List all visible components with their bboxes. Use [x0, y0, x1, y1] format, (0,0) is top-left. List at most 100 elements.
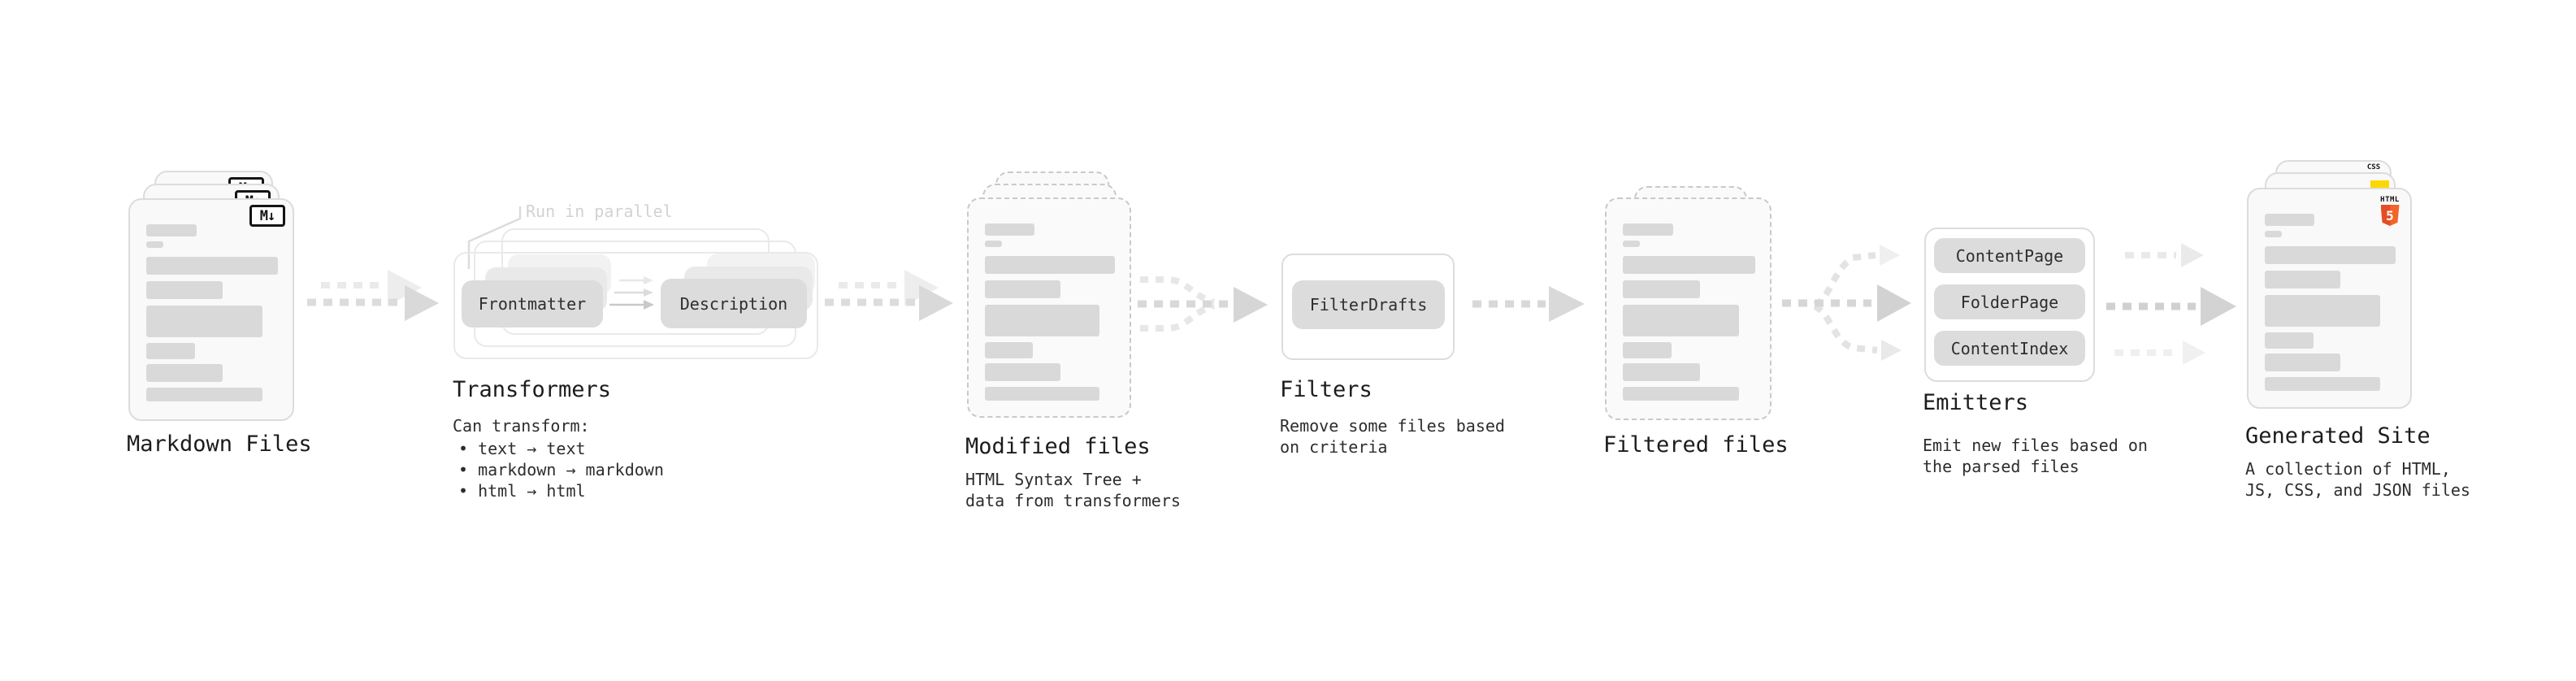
skeleton-line	[985, 363, 1060, 381]
subtitle-line: the parsed files	[1923, 457, 2079, 476]
arrow-markdown-to-transformers	[307, 270, 439, 321]
contentindex-pill: ContentIndex	[1934, 331, 2085, 366]
arrow-head	[919, 285, 953, 321]
run-in-parallel-annotation: Run in parallel	[526, 202, 673, 221]
description-pill: Description	[661, 279, 807, 328]
arrow-head	[1549, 286, 1585, 322]
file-skeleton	[1623, 223, 1755, 401]
generated-subtitle: A collection of HTML, JS, CSS, and JSON …	[2245, 458, 2470, 501]
arrow-head	[904, 270, 939, 306]
skeleton-line	[1623, 223, 1673, 236]
file-skeleton	[146, 224, 278, 401]
subtitle-line: JS, CSS, and JSON files	[2245, 480, 2470, 500]
subtitle-line: Emit new files based on	[1923, 436, 2148, 455]
arrow-head	[1877, 284, 1911, 322]
skeleton-line	[146, 364, 223, 382]
merge-curve-bottom	[1140, 302, 1216, 332]
merge-curve-top	[1140, 276, 1216, 306]
arrow-modified-to-filters	[1138, 276, 1268, 332]
transform-bullet: • html → html	[458, 481, 586, 501]
skeleton-line	[146, 241, 164, 248]
markdown-icon: M↓	[249, 205, 285, 227]
skeleton-line	[2265, 377, 2380, 391]
folderpage-pill: FolderPage	[1934, 284, 2085, 319]
transformer-frame-front	[453, 252, 818, 359]
js-badge	[2370, 180, 2389, 189]
arrow-filters-to-filtered	[1472, 286, 1585, 322]
emitters-subtitle: Emit new files based on the parsed files	[1923, 435, 2148, 477]
subtitle-line: HTML Syntax Tree +	[965, 470, 1142, 489]
skeleton-line	[2265, 214, 2315, 226]
skeleton-line	[146, 388, 262, 401]
stage-label-emitters: Emitters	[1923, 390, 2029, 415]
filtered-file-card-front	[1605, 197, 1772, 420]
file-skeleton	[985, 223, 1115, 401]
skeleton-line	[985, 305, 1099, 336]
stage-label-filters: Filters	[1280, 377, 1373, 402]
skeleton-line	[1623, 342, 1672, 358]
arrow-head	[1234, 287, 1268, 323]
skeleton-line	[985, 387, 1099, 401]
arrow-transformers-to-modified	[825, 270, 953, 321]
filterdrafts-pill: FilterDrafts	[1292, 280, 1445, 329]
file-skeleton	[2265, 214, 2396, 391]
skeleton-line	[1623, 241, 1641, 247]
modified-subtitle: HTML Syntax Tree + data from transformer…	[965, 469, 1181, 511]
css-badge-label: CSS	[2366, 163, 2381, 171]
contentpage-pill: ContentPage	[1934, 238, 2085, 273]
markdown-file-card-front: M↓	[128, 198, 294, 421]
stage-label-filtered: Filtered files	[1603, 432, 1789, 458]
skeleton-line	[146, 306, 262, 337]
skeleton-line	[1623, 256, 1755, 274]
stage-label-transformers: Transformers	[453, 377, 612, 402]
html5-label: HTML	[2380, 196, 2400, 204]
skeleton-line	[146, 343, 195, 359]
skeleton-line	[2265, 271, 2341, 288]
arrow-head	[2183, 340, 2205, 365]
subtitle-line: on criteria	[1280, 437, 1388, 457]
skeleton-line	[2265, 231, 2282, 237]
modified-file-card-front	[967, 197, 1131, 418]
transformers-subtitle: Can transform:	[453, 416, 590, 436]
skeleton-line	[1623, 280, 1700, 298]
transform-bullet: • markdown → markdown	[458, 460, 664, 479]
branch-curve-bottom	[1813, 303, 1878, 354]
skeleton-line	[1623, 387, 1740, 401]
skeleton-line	[1623, 363, 1700, 381]
html5-number: 5	[2386, 207, 2394, 223]
skeleton-line	[146, 224, 197, 236]
skeleton-line	[985, 256, 1115, 274]
stage-label-modified: Modified files	[965, 434, 1151, 459]
skeleton-line	[2265, 295, 2380, 327]
html5-shield: 5	[2380, 205, 2400, 226]
filters-subtitle: Remove some files based on criteria	[1280, 415, 1505, 458]
skeleton-line	[985, 342, 1034, 358]
skeleton-line	[2265, 332, 2314, 349]
frontmatter-pill: Frontmatter	[462, 280, 603, 327]
arrow-head	[2201, 287, 2236, 326]
arrow-head	[388, 270, 422, 306]
skeleton-line	[985, 280, 1060, 298]
skeleton-line	[985, 223, 1034, 236]
skeleton-line	[146, 281, 223, 299]
transform-bullet: • text → text	[458, 439, 586, 458]
generated-html-card: HTML 5	[2247, 188, 2412, 409]
branch-curve-top	[1813, 252, 1876, 308]
subtitle-line: Remove some files based	[1280, 416, 1505, 436]
arrow-emitters-to-generated	[2106, 243, 2236, 365]
stage-label-markdown: Markdown Files	[127, 432, 312, 457]
subtitle-line: A collection of HTML,	[2245, 459, 2451, 479]
arrow-head	[2181, 243, 2204, 267]
skeleton-line	[146, 257, 278, 275]
arrow-filtered-to-emitters	[1782, 245, 1911, 361]
arrow-head	[1881, 340, 1902, 361]
html5-icon: HTML 5	[2380, 196, 2400, 226]
arrow-head	[405, 285, 439, 321]
subtitle-line: data from transformers	[965, 491, 1181, 510]
skeleton-line	[985, 241, 1002, 247]
skeleton-line	[1623, 305, 1740, 336]
stage-label-generated: Generated Site	[2245, 423, 2431, 449]
skeleton-line	[2265, 246, 2396, 264]
skeleton-line	[2265, 354, 2341, 371]
